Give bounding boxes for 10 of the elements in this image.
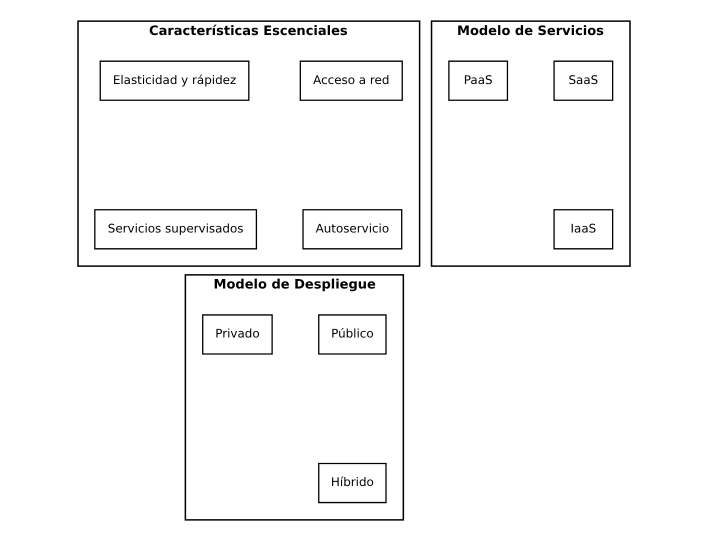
node-box: Privado [202,314,273,355]
node-box: SaaS [553,60,614,101]
node-box: PaaS [448,60,508,101]
node-box: Público [318,314,387,355]
node-box: Autoservicio [302,209,402,250]
node-box: Híbrido [318,462,387,504]
node-box: Elasticidad y rápidez [100,60,250,101]
node-box: IaaS [553,209,614,250]
node-box: Servicios supervisados [94,209,258,250]
node-box: Acceso a red [300,60,403,101]
